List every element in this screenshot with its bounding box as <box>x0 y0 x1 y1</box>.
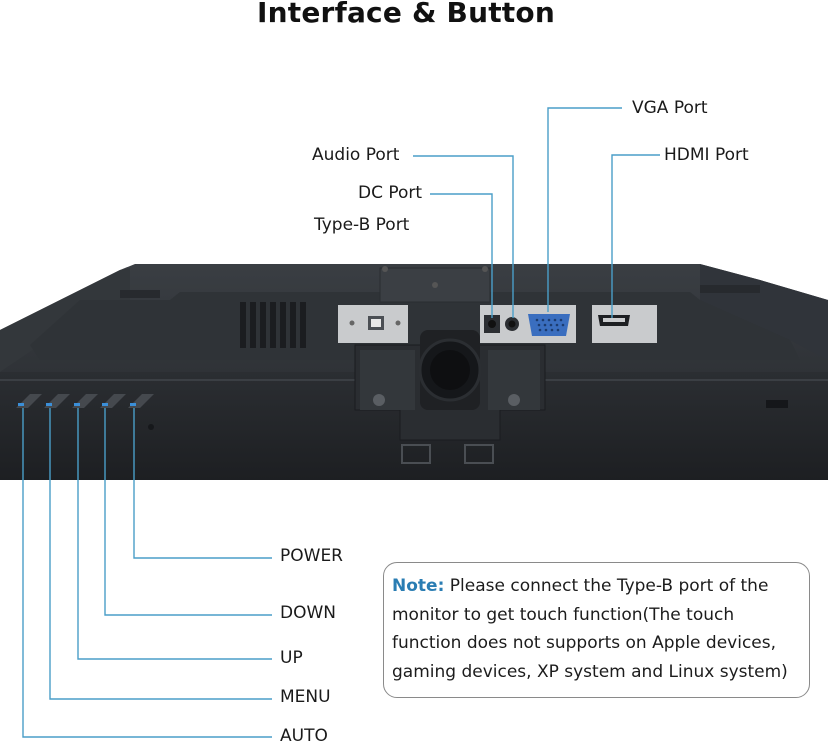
io-port-panel <box>480 305 576 343</box>
vga-port-label: VGA Port <box>632 98 708 118</box>
down-leader-line <box>104 408 272 616</box>
auto-label: AUTO <box>280 726 328 746</box>
leader-lines <box>22 107 660 738</box>
vga-leader-line <box>547 107 622 312</box>
note-key: Note: <box>392 576 445 596</box>
up-label: UP <box>280 648 303 668</box>
note-text: Please connect the Type-B port of the mo… <box>392 576 788 682</box>
hdmi-leader-line <box>611 154 660 318</box>
dc-leader-line <box>430 193 493 318</box>
up-leader-line <box>77 408 272 660</box>
power-button[interactable] <box>128 394 154 408</box>
up-button[interactable] <box>72 394 98 408</box>
control-buttons <box>16 394 154 430</box>
dc-port-label: DC Port <box>358 183 423 203</box>
menu-button[interactable] <box>44 394 70 408</box>
audio-port-label: Audio Port <box>312 145 400 165</box>
power-leader-line <box>133 408 272 559</box>
page-title: Interface & Button <box>257 0 555 29</box>
power-led-icon <box>148 424 154 430</box>
note-box: Note: Please connect the Type-B port of … <box>383 562 810 698</box>
power-label: POWER <box>280 546 343 566</box>
audio-leader-line <box>413 155 514 318</box>
lock-slot-icon <box>766 400 788 408</box>
down-label: DOWN <box>280 603 336 623</box>
menu-leader-line <box>49 408 272 700</box>
type-b-port-panel <box>338 305 408 343</box>
hdmi-port-label: HDMI Port <box>664 145 749 165</box>
auto-button[interactable] <box>16 394 42 408</box>
type-b-port-label: Type-B Port <box>314 215 410 235</box>
hdmi-port-panel <box>592 305 657 343</box>
monitor-stand <box>354 330 546 464</box>
auto-leader-line <box>22 408 272 738</box>
menu-label: MENU <box>280 687 331 707</box>
down-button[interactable] <box>100 394 126 408</box>
